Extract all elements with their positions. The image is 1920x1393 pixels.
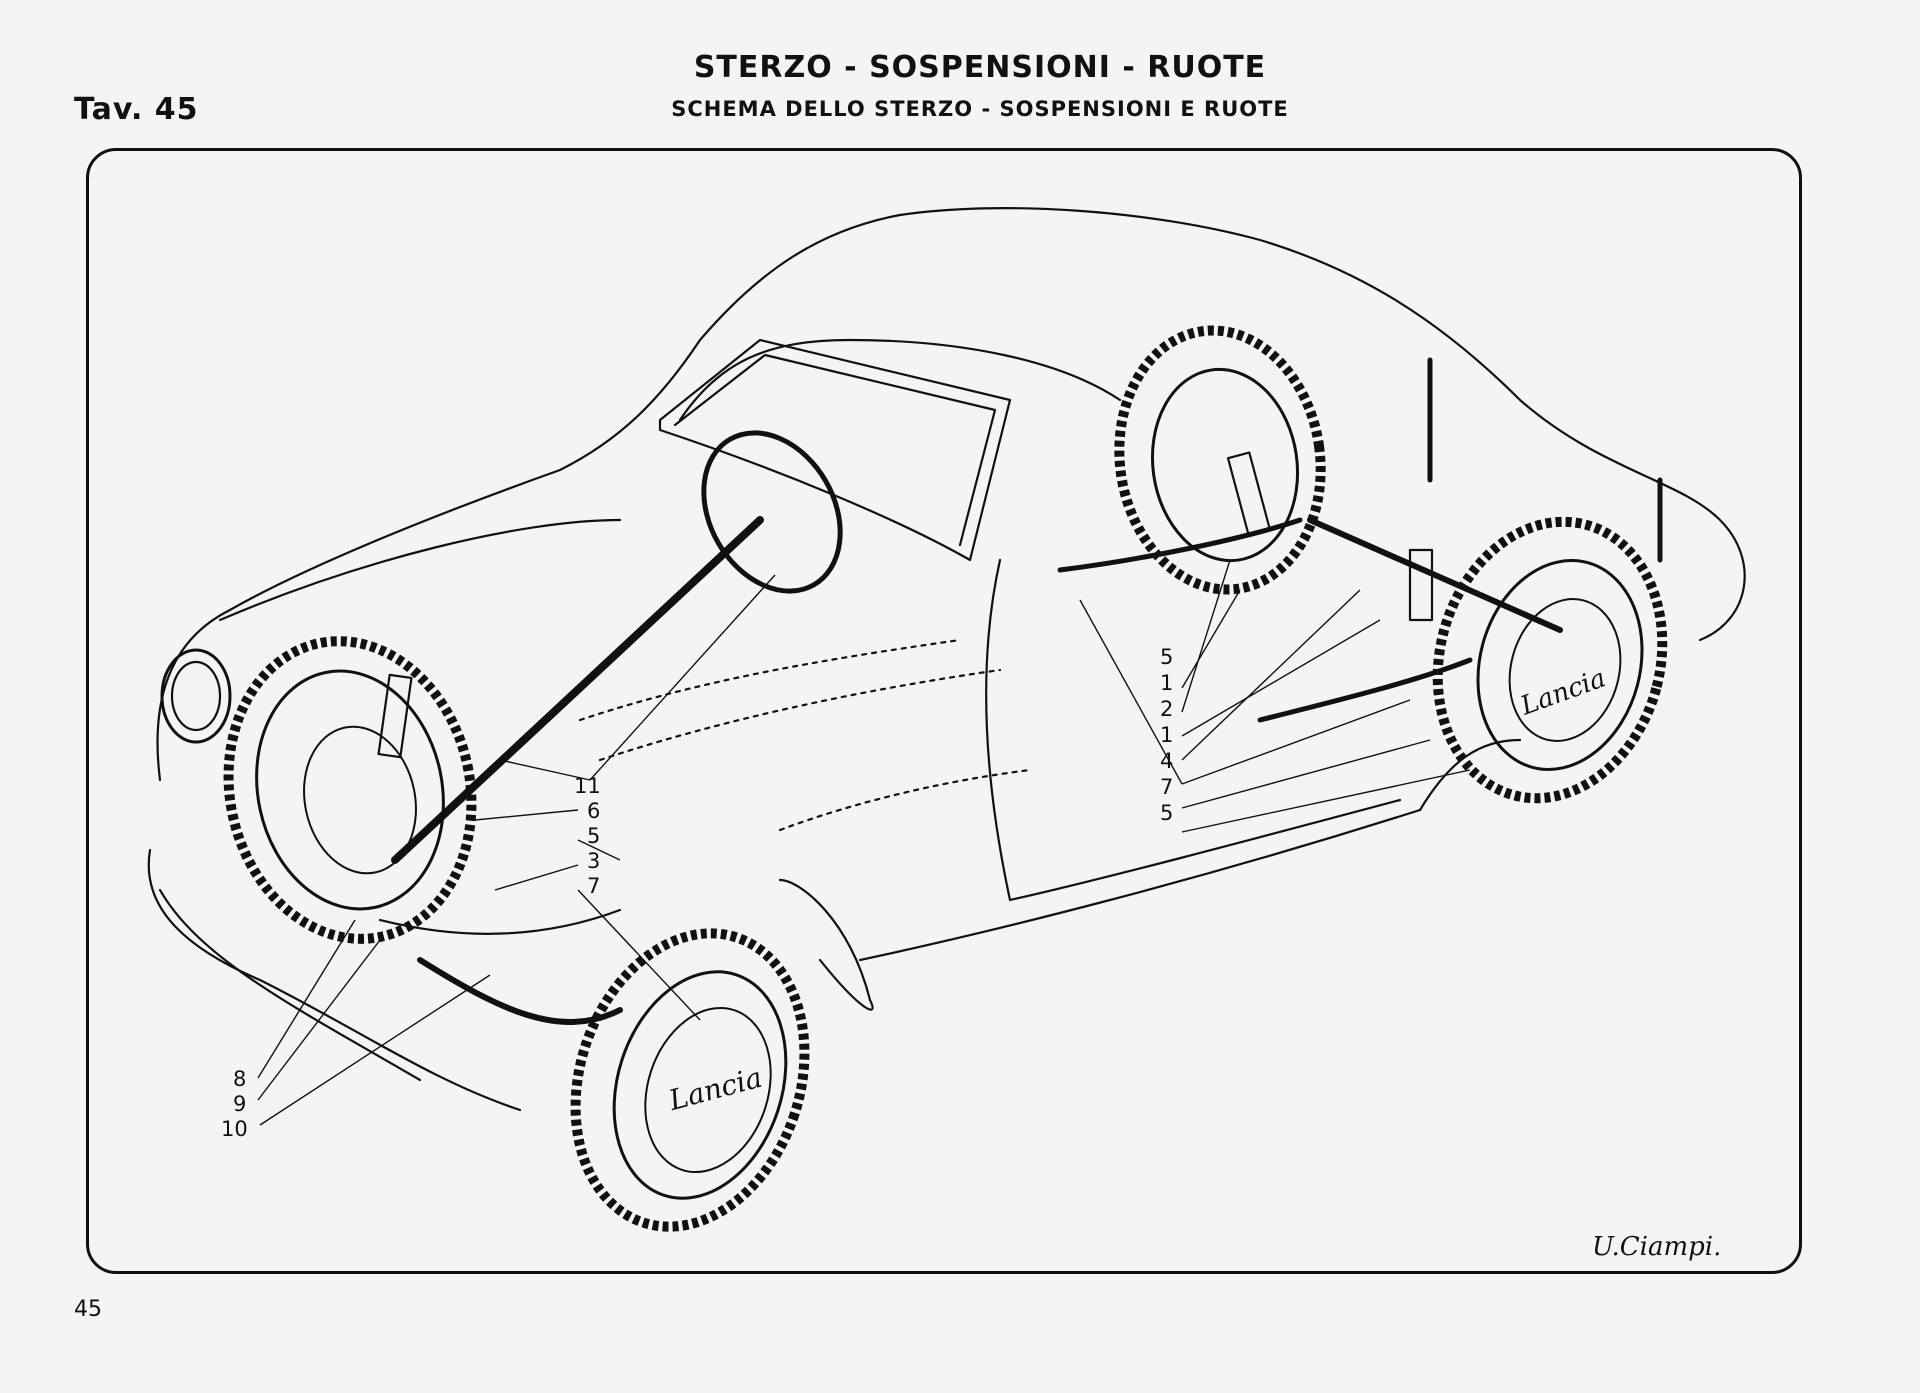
rear-spring-left	[1057, 517, 1303, 573]
front-fender	[778, 878, 874, 1011]
hood-crease	[218, 518, 622, 622]
callout-front-9: 9	[233, 1092, 247, 1116]
headlamp	[160, 648, 232, 744]
door-line	[985, 558, 1402, 902]
rear-left-wheel	[1114, 325, 1326, 595]
callout-rear-7: 7	[1160, 775, 1174, 799]
callout-rear-4: 4	[1160, 749, 1174, 773]
page-title: STERZO - SOSPENSIONI - RUOTE	[693, 50, 1267, 85]
callout-rear-1a: 1	[1160, 671, 1174, 695]
plate-number: Tav. 45	[74, 92, 199, 127]
front-shock-absorber	[377, 673, 413, 759]
drawing-frame	[86, 148, 1802, 1274]
callout-rear-5b: 5	[1160, 801, 1174, 825]
front-right-wheel	[570, 928, 810, 1232]
artist-signature: U.Ciampi.	[1592, 1232, 1722, 1262]
callout-rear-1b: 1	[1160, 723, 1174, 747]
windscreen-frame	[658, 338, 1012, 562]
rear-right-wheel	[1432, 516, 1668, 804]
leader-lines	[257, 559, 1471, 1126]
rear-hubcap-logo: Lancia	[1516, 663, 1610, 722]
front-bumper	[147, 848, 522, 1112]
roof-line	[678, 338, 1122, 422]
front-left-wheel	[223, 636, 477, 944]
rear-axle	[1307, 517, 1563, 633]
front-hubcap-logo: Lancia	[665, 1061, 766, 1118]
steering-column	[391, 516, 764, 864]
callout-front-8: 8	[233, 1067, 247, 1091]
callout-rear-5a: 5	[1160, 645, 1174, 669]
rear-spring-right	[1257, 657, 1473, 723]
callout-front-5: 5	[587, 824, 601, 848]
callout-front-6: 6	[587, 799, 601, 823]
callout-front-3: 3	[587, 849, 601, 873]
rear-shock-absorber	[1226, 451, 1272, 537]
rocker-line	[858, 808, 1422, 962]
page-subtitle: SCHEMA DELLO STERZO - SOSPENSIONI E RUOT…	[671, 97, 1289, 121]
callout-rear-2: 2	[1160, 697, 1174, 721]
steering-wheel	[701, 430, 843, 594]
callout-front-10: 10	[221, 1117, 248, 1141]
callout-front-7: 7	[587, 874, 601, 898]
page-number: 45	[74, 1297, 102, 1322]
car-body-outline	[156, 207, 1746, 782]
callout-front-11: 11	[574, 774, 601, 798]
